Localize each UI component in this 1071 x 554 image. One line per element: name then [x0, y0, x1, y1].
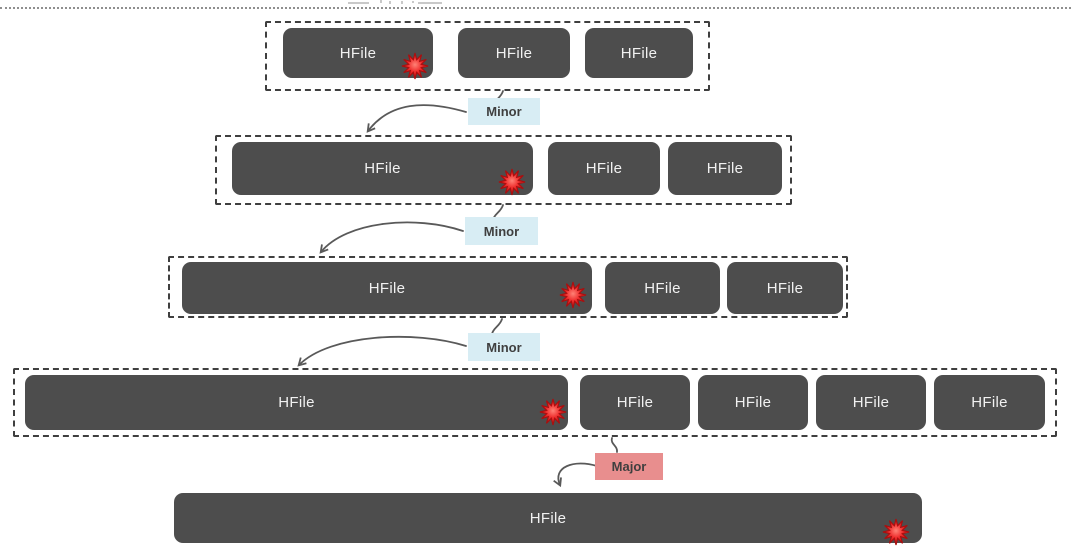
hfile-box: HFile [580, 375, 690, 430]
cropped-text-fragment [348, 2, 369, 4]
hfile-label: HFile [278, 394, 315, 411]
hfile-label: HFile [620, 44, 658, 62]
minor-compaction-label: Minor [465, 217, 538, 245]
cropped-text-fragment [389, 1, 391, 4]
hfile-label: HFile [852, 394, 890, 411]
hfile-group-level-3 [13, 368, 1057, 437]
hfile-box: HFile [174, 493, 922, 543]
hfile-label: HFile [706, 160, 744, 177]
hfile-label: HFile [971, 394, 1008, 411]
hfile-box: HFile [816, 375, 926, 430]
hfile-box: HFile [25, 375, 568, 430]
hfile-box: HFile [548, 142, 660, 195]
major-compaction-arrow [553, 462, 598, 488]
hfile-box: HFile [668, 142, 782, 195]
hfile-label: HFile [495, 44, 533, 62]
minor-compaction-arrow-1 [366, 104, 467, 133]
major-arrow-tail [610, 437, 618, 453]
hfile-box: HFile [283, 28, 433, 78]
hfile-box: HFile [698, 375, 808, 430]
minor-compaction-label: Minor [468, 333, 540, 361]
cropped-text-fragment [418, 2, 442, 4]
minor-compaction-arrow-3 [297, 335, 467, 367]
hfile-label: HFile [585, 160, 623, 177]
minor-arrow-tail [491, 318, 503, 335]
hfile-label: HFile [616, 394, 654, 411]
hfile-group-level-1 [215, 135, 792, 205]
top-dotted-rule [0, 7, 1071, 9]
hfile-group-level-2 [168, 256, 848, 318]
cropped-text-fragment [412, 1, 414, 3]
hfile-group-level-0 [265, 21, 710, 91]
cropped-text-fragment [401, 1, 403, 4]
major-compaction-label: Major [595, 453, 663, 480]
hfile-label: HFile [368, 279, 406, 297]
hfile-label: HFile [734, 394, 772, 411]
hfile-box: HFile [934, 375, 1045, 430]
minor-compaction-label: Minor [468, 98, 540, 125]
hfile-box: HFile [585, 28, 693, 78]
hfile-box: HFile [605, 262, 720, 314]
hfile-box: HFile [727, 262, 843, 314]
hfile-label: HFile [644, 279, 681, 297]
cropped-text-fragment [380, 0, 382, 3]
hfile-box: HFile [182, 262, 592, 314]
hfile-label: HFile [339, 44, 377, 62]
hfile-label: HFile [766, 279, 804, 297]
hfile-label: HFile [364, 160, 401, 177]
hfile-label: HFile [529, 509, 567, 527]
hfile-box: HFile [458, 28, 570, 78]
hfile-box: HFile [232, 142, 533, 195]
minor-compaction-arrow-2 [319, 221, 464, 254]
